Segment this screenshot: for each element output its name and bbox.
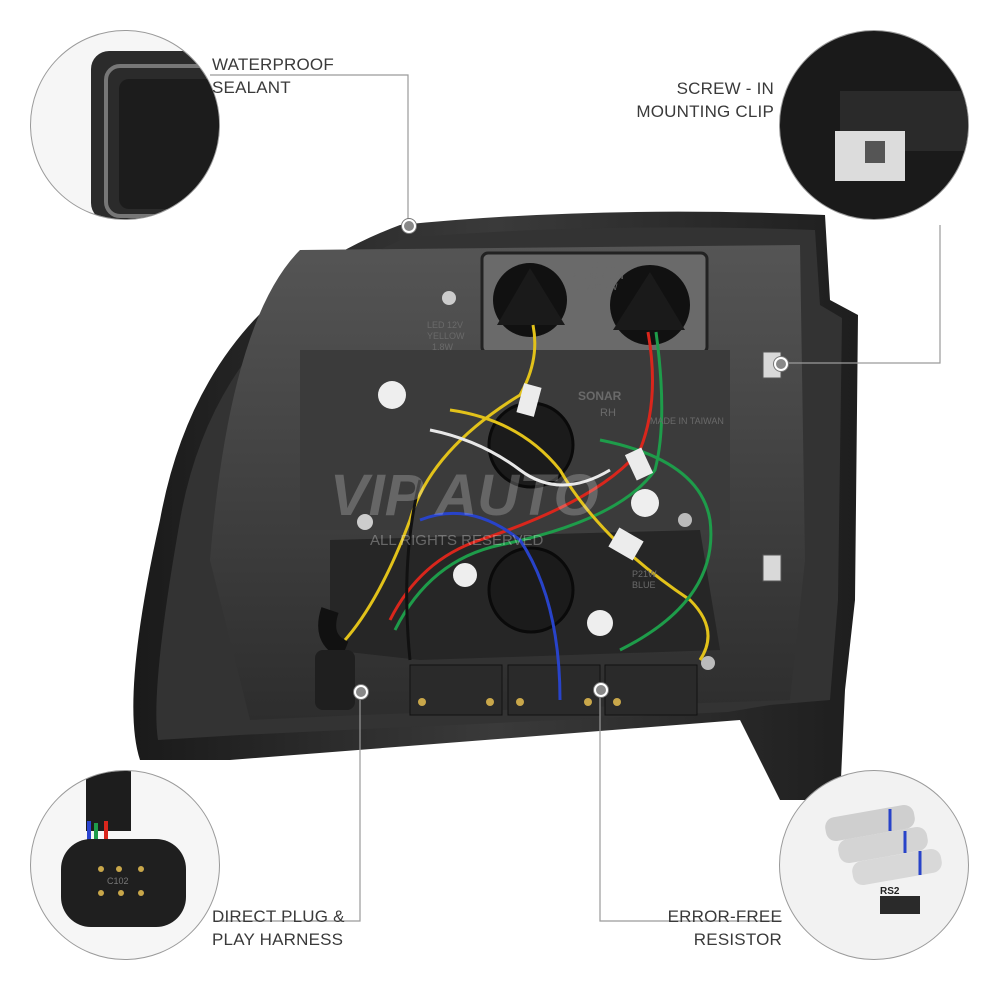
callout-text: ERROR-FREE	[667, 907, 782, 926]
inset-plug-harness: C102	[30, 770, 220, 960]
callout-text: SCREW - IN	[676, 79, 774, 98]
mounting-clip	[762, 554, 782, 582]
connector-block	[507, 664, 601, 716]
stamp-brand: SONAR	[578, 389, 622, 403]
stamp-led-yellow-2: YELLOW	[427, 331, 465, 341]
stamp-led-yellow-1: LED 12V	[427, 320, 463, 330]
stamp-led-rg-3: 2.1W/0.7W	[573, 282, 618, 292]
callout-error-free-resistor: ERROR-FREE RESISTOR	[668, 905, 782, 951]
callout-mounting-clip: SCREW - IN MOUNTING CLIP	[636, 77, 774, 123]
callout-text: DIRECT PLUG &	[212, 907, 345, 926]
callout-text: WATERPROOF	[212, 55, 334, 74]
connector-block	[409, 664, 503, 716]
callout-marker-waterproof	[402, 219, 416, 233]
connector-code: C102	[107, 876, 129, 886]
callout-text: PLAY HARNESS	[212, 930, 344, 949]
callout-waterproof-sealant: WATERPROOF SEALANT	[212, 53, 334, 99]
callout-marker-harness	[354, 685, 368, 699]
wiring-harness	[318, 324, 713, 701]
callout-text: RESISTOR	[693, 930, 782, 949]
stamp-side: RH	[600, 407, 616, 419]
stamp-bulb-blue-1: P21W	[632, 569, 657, 579]
harness-plug	[315, 650, 355, 710]
callout-text: SEALANT	[212, 78, 291, 97]
callout-lines	[210, 74, 941, 922]
stamp-led-rg-1: LED 12V	[582, 260, 618, 270]
callout-marker-resistor	[594, 683, 608, 697]
callout-plug-harness: DIRECT PLUG & PLAY HARNESS	[212, 905, 345, 951]
stamp-made: MADE IN TAIWAN	[650, 416, 724, 426]
inset-mounting-clip	[779, 30, 969, 220]
stamp-led-rg-2: RED/GREEN	[570, 271, 624, 281]
stamp-led-yellow-3: 1.8W	[432, 342, 454, 352]
inset-resistor: RS2	[779, 770, 969, 960]
watermark-logo: VIP AUTO	[330, 463, 599, 528]
resistor-code: RS2	[880, 886, 900, 897]
callout-marker-clip	[774, 357, 788, 371]
connector-block	[604, 664, 698, 716]
watermark-text: ALL RIGHTS RESERVED	[370, 532, 544, 549]
inset-waterproof-sealant	[30, 30, 220, 220]
stamp-bulb-blue-2: BLUE	[632, 580, 656, 590]
callout-text: MOUNTING CLIP	[636, 102, 774, 121]
